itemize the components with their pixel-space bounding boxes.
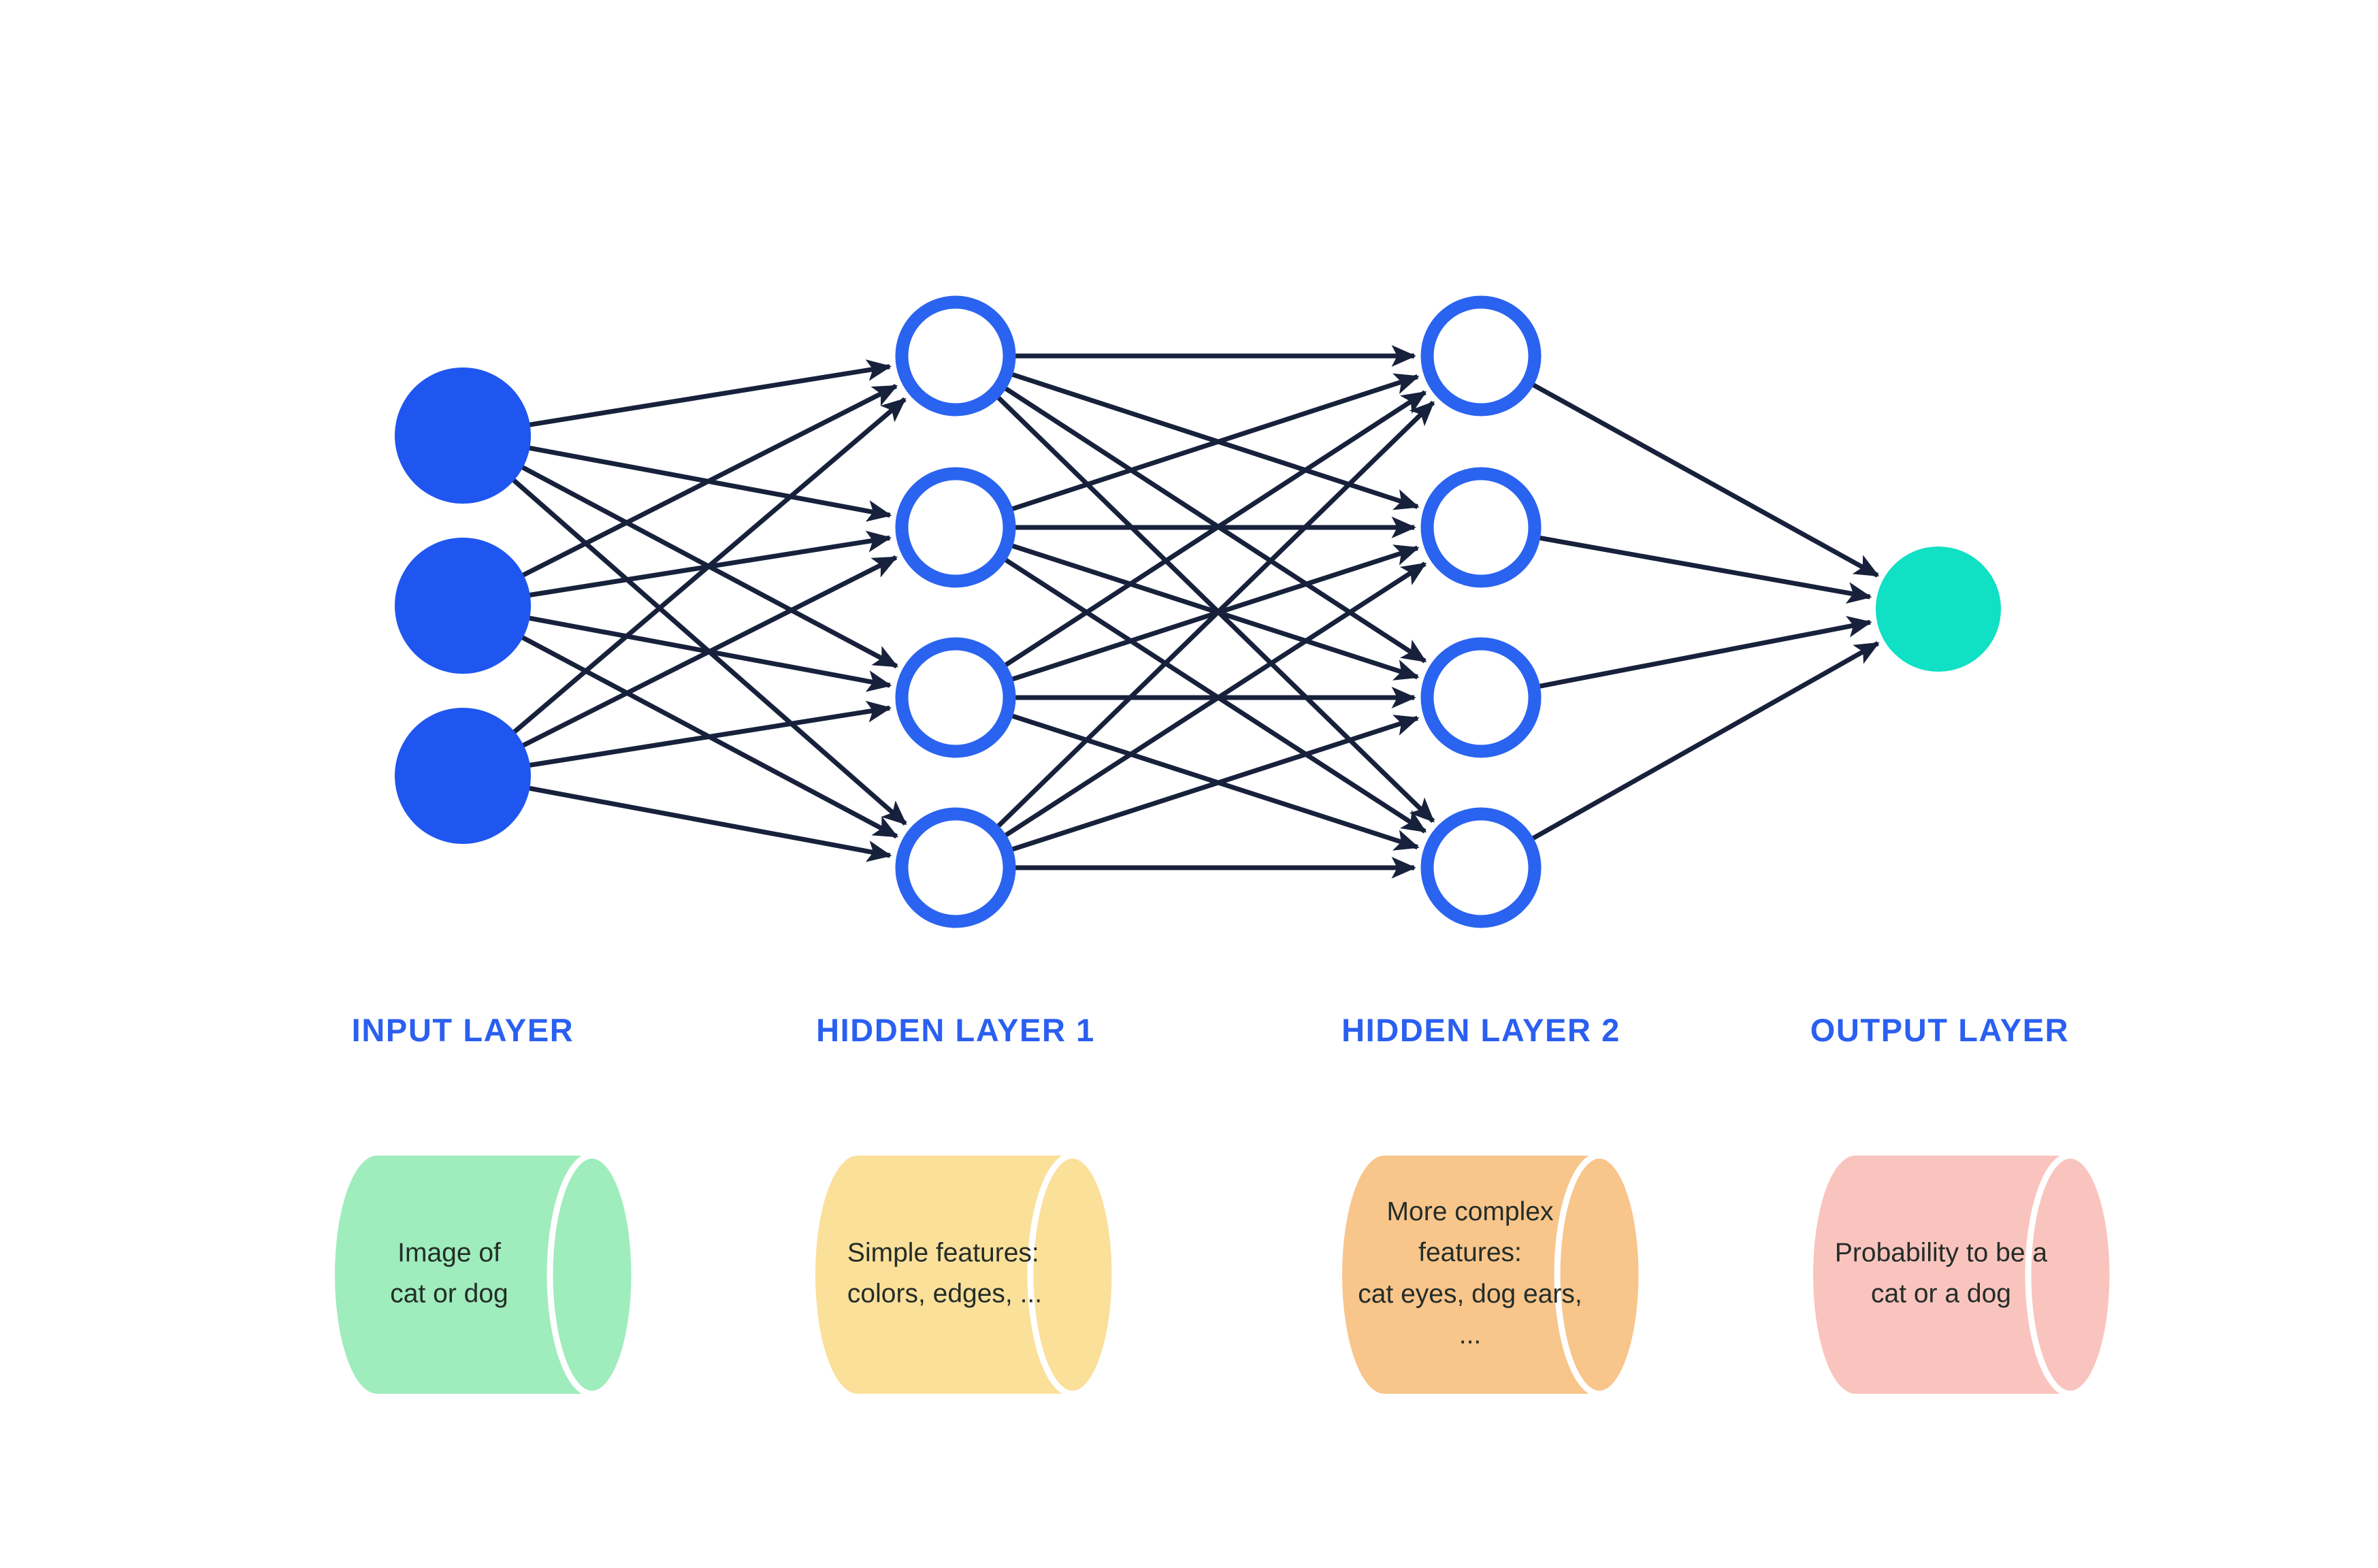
neuron-node-hidden1-2[interactable]: [895, 467, 1016, 588]
cylinder-label-line: colors, edges, ...: [847, 1279, 1043, 1309]
layer-caption-input: INPUT LAYER: [351, 1012, 574, 1048]
cylinder-label-line: Image of: [397, 1238, 501, 1268]
neuron-node-output-1[interactable]: [1876, 546, 2001, 672]
connection-edge: [972, 373, 1420, 525]
connection-edge: [969, 390, 1427, 690]
neuron-node-hidden1-1[interactable]: [895, 295, 1016, 416]
connection-edge: [483, 700, 892, 775]
cylinder-label-cyl-input: Image of cat or dog: [390, 1233, 508, 1316]
connection-edge: [482, 607, 892, 692]
layer-caption-output: OUTPUT LAYER: [1810, 1012, 2070, 1048]
connection-edge: [1498, 616, 1872, 697]
cylinder-label-line: cat or a dog: [1871, 1279, 2011, 1309]
connection-edge: [482, 777, 892, 862]
connection-edge: [482, 437, 892, 522]
cylinder-label-line: Probability to be a: [1834, 1238, 2048, 1268]
cylinder-cap: [2025, 1152, 2116, 1397]
connection-edge: [476, 447, 907, 826]
connection-edge: [1495, 362, 1880, 578]
cylinder-label-cyl-output: Probability to be a cat or a dog: [1835, 1233, 2047, 1316]
neuron-node-input-1[interactable]: [395, 368, 531, 504]
connection-edges: [476, 344, 1880, 879]
cylinder-label-line: ...: [1459, 1320, 1482, 1350]
cylinder-label-line: Simple features:: [847, 1238, 1039, 1268]
layer-caption-hidden2: HIDDEN LAYER 2: [1341, 1012, 1620, 1048]
cylinder-label-line: cat or dog: [390, 1279, 508, 1309]
neuron-node-hidden1-3[interactable]: [895, 637, 1016, 758]
connection-edge: [972, 544, 1420, 695]
connection-edge: [966, 400, 1435, 858]
connection-edge: [483, 359, 892, 435]
cylinder-shapes: [335, 1152, 2116, 1397]
connection-edge: [480, 555, 898, 769]
connection-edge: [1498, 528, 1872, 604]
connection-edge: [483, 530, 892, 605]
connection-edge: [969, 561, 1427, 860]
layer-nodes: [395, 295, 2001, 928]
connection-edge: [476, 397, 907, 765]
cylinder-cap: [547, 1152, 638, 1397]
neuron-node-input-2[interactable]: [395, 538, 531, 674]
cylinder-cap: [1554, 1152, 1645, 1397]
connection-edge: [1495, 641, 1880, 862]
connection-edge: [479, 612, 899, 839]
connection-edge: [479, 442, 899, 669]
connection-edge: [966, 366, 1435, 823]
connection-edge: [972, 700, 1420, 851]
cylinder-label-cyl-hidden2: More complex features: cat eyes, dog ears,…: [1358, 1192, 1582, 1356]
cylinder-label-line: cat eyes, dog ears,: [1358, 1279, 1582, 1309]
connection-edge: [969, 535, 1427, 834]
neuron-node-hidden2-3[interactable]: [1420, 637, 1542, 758]
connection-edge: [972, 715, 1420, 865]
neuron-node-hidden2-2[interactable]: [1420, 467, 1542, 588]
neuron-node-hidden2-4[interactable]: [1420, 807, 1542, 928]
cylinder-label-cyl-hidden1: Simple features: colors, edges, ...: [847, 1233, 1042, 1316]
neuron-node-hidden1-4[interactable]: [895, 807, 1016, 928]
connection-edge: [972, 359, 1420, 510]
connection-edge: [480, 384, 898, 599]
cylinder-label-line: features:: [1418, 1238, 1522, 1268]
cylinder-label-line: More complex: [1386, 1197, 1554, 1227]
cylinder-cap: [1027, 1152, 1118, 1397]
layer-caption-hidden1: HIDDEN LAYER 1: [816, 1012, 1095, 1048]
neuron-node-input-3[interactable]: [395, 708, 531, 844]
neuron-node-hidden2-1[interactable]: [1420, 295, 1542, 416]
connection-edge: [972, 530, 1420, 681]
